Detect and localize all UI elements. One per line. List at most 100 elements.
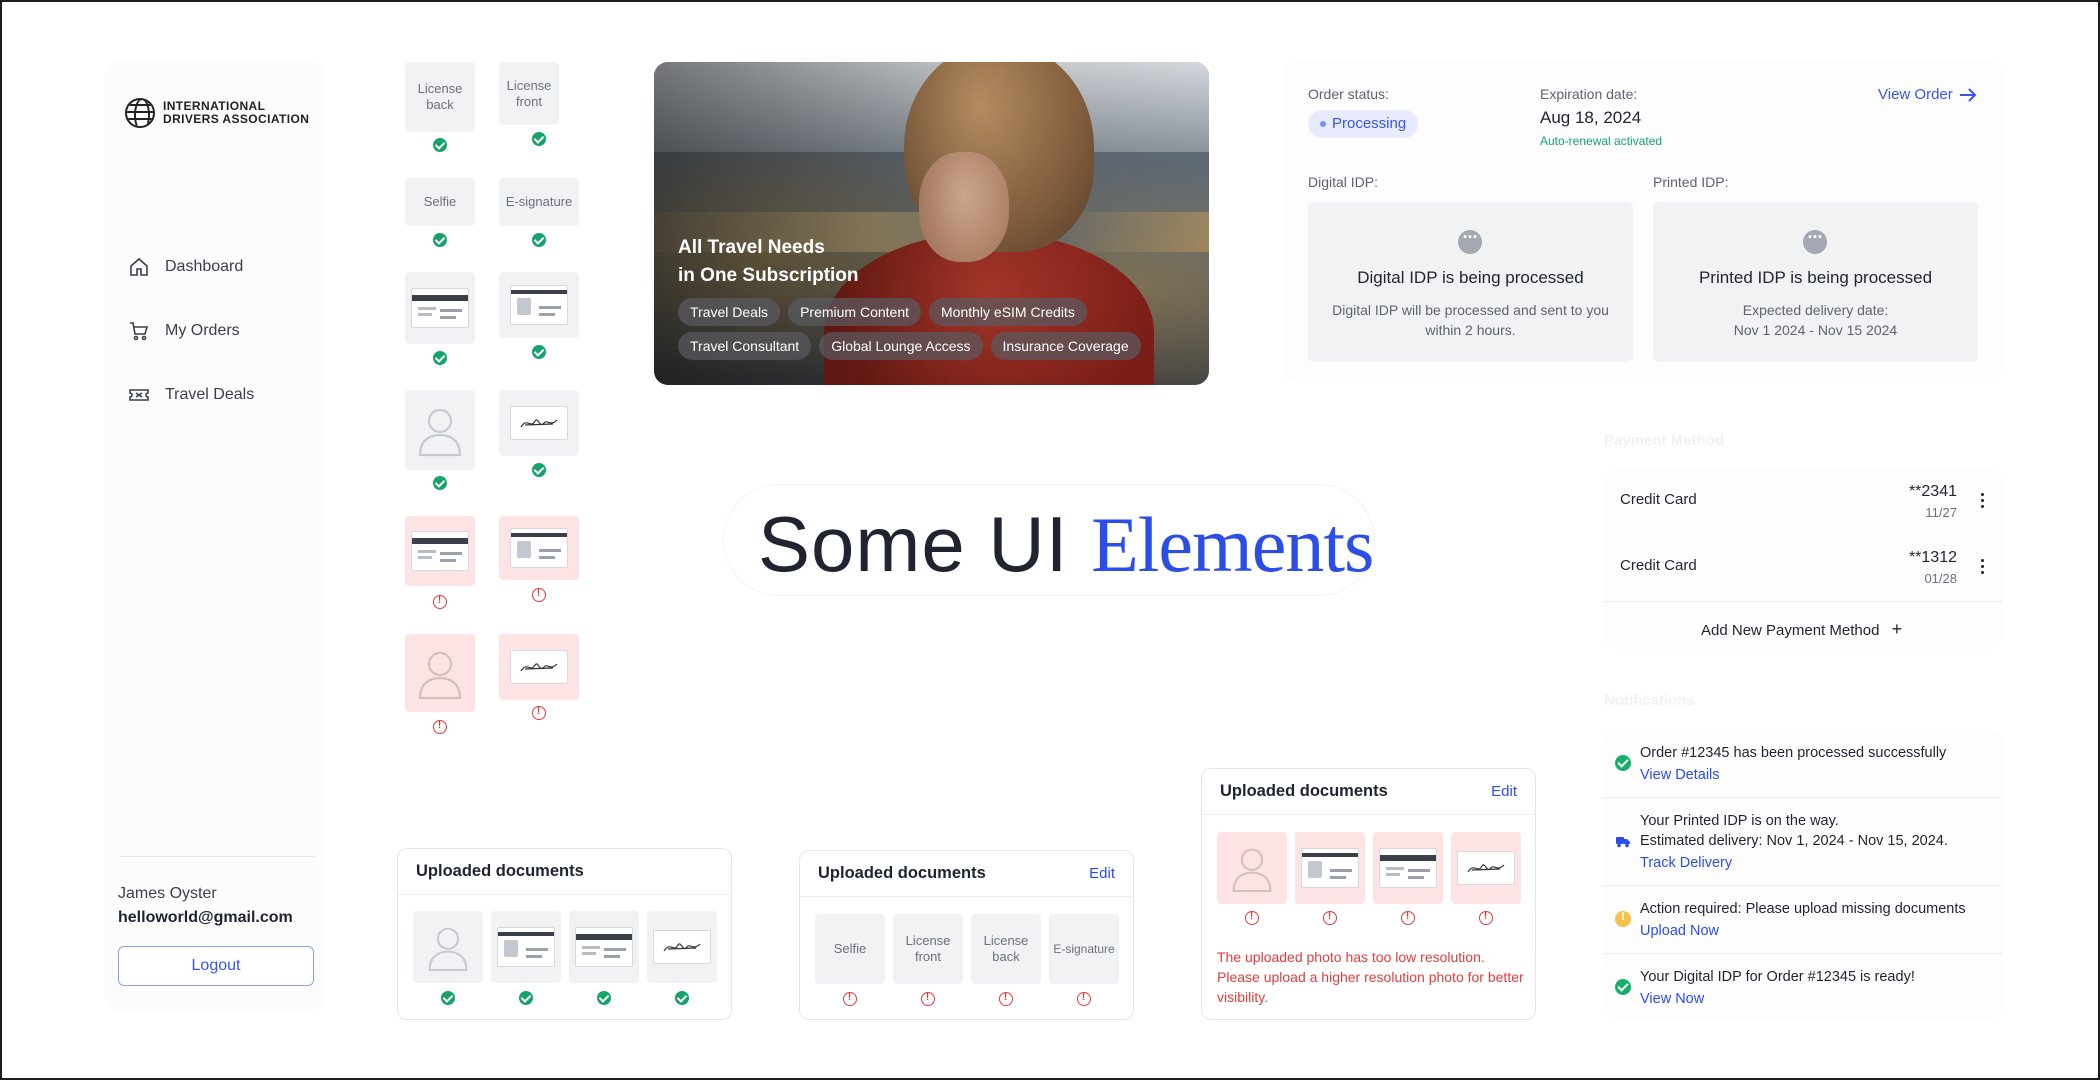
chip-monthly-esim[interactable]: Monthly eSIM Credits (929, 298, 1087, 326)
sidebar-item-travel-deals[interactable]: Travel Deals (127, 363, 254, 427)
digital-idp-description: Digital IDP will be processed and sent t… (1332, 302, 1609, 338)
headline-plain: Some UI (758, 500, 1092, 588)
signature-image (510, 650, 568, 684)
doc-thumb-selfie-error[interactable] (405, 634, 475, 712)
doc-thumb-license-front-error[interactable] (499, 516, 579, 580)
chip-global-lounge[interactable]: Global Lounge Access (819, 332, 983, 360)
person-placeholder-icon (1232, 848, 1272, 893)
logo[interactable]: INTERNATIONAL DRIVERS ASSOCIATION (125, 98, 309, 128)
doc-thumb-license-back-image[interactable] (405, 272, 475, 344)
check-icon (433, 233, 447, 247)
payment-card-row[interactable]: Credit Card **2341 11/27 (1603, 469, 2003, 535)
headline-accent: Elements (1091, 501, 1374, 588)
error-icon (999, 992, 1013, 1006)
doc-thumb-label: E-signature (1053, 942, 1115, 956)
view-details-link[interactable]: View Details (1640, 767, 1720, 783)
doc-thumb-license-front[interactable]: License front (893, 914, 963, 984)
doc-thumb-selfie-image[interactable] (405, 390, 475, 470)
add-payment-label: Add New Payment Method (1701, 622, 1880, 639)
chip-insurance[interactable]: Insurance Coverage (990, 332, 1141, 360)
track-delivery-link[interactable]: Track Delivery (1640, 855, 1733, 871)
success-check-icon (1615, 755, 1631, 771)
upload-now-link[interactable]: Upload Now (1640, 923, 1719, 939)
plus-icon: + (1891, 619, 1903, 639)
travel-subscription-banner[interactable]: All Travel Needs in One Subscription Tra… (654, 62, 1209, 385)
sidebar-item-label: Dashboard (165, 258, 244, 275)
doc-thumb-license-front[interactable]: License front (499, 62, 559, 125)
user-email: helloworld@gmail.com (118, 909, 293, 926)
uploaded-documents-title: Uploaded documents (818, 864, 986, 882)
check-icon (519, 991, 533, 1005)
error-icon (433, 595, 447, 609)
license-back-image (575, 927, 633, 967)
doc-thumb-license-front-image[interactable] (491, 911, 561, 983)
license-back-image (411, 531, 469, 571)
doc-thumb-label: License back (417, 81, 463, 112)
user-name: James Oyster (118, 885, 217, 902)
error-icon (532, 588, 546, 602)
sidebar-item-my-orders[interactable]: My Orders (127, 299, 254, 363)
error-icon (843, 992, 857, 1006)
view-order-label: View Order (1878, 86, 1953, 103)
uploaded-documents-card-success: Uploaded documents (397, 848, 732, 1020)
more-vertical-icon[interactable] (1981, 559, 1985, 575)
payment-method-panel: Credit Card **2341 11/27 Credit Card **1… (1603, 469, 2003, 649)
edit-documents-button[interactable]: Edit (1491, 783, 1517, 800)
signature-image (510, 406, 568, 440)
error-icon (1245, 911, 1259, 925)
doc-thumb-license-back[interactable]: License back (971, 914, 1041, 984)
doc-thumb-license-back-error[interactable] (1373, 832, 1443, 904)
view-order-link[interactable]: View Order (1878, 86, 1977, 103)
person-placeholder-icon (418, 651, 462, 700)
doc-thumb-license-back[interactable]: License back (405, 62, 475, 132)
doc-thumb-license-back-image[interactable] (569, 911, 639, 983)
edit-documents-button[interactable]: Edit (1089, 865, 1115, 882)
check-icon (441, 991, 455, 1005)
add-payment-method-button[interactable]: Add New Payment Method + (1701, 619, 1902, 640)
payment-card-row[interactable]: Credit Card **1312 01/28 (1603, 535, 2003, 601)
home-icon (130, 257, 148, 276)
doc-thumb-signature-image[interactable] (499, 390, 579, 456)
upload-error-message: The uploaded photo has too low resolutio… (1217, 949, 1524, 1005)
banner-chips: Travel Deals Premium Content Monthly eSI… (678, 298, 1198, 360)
status-badge: Processing (1308, 110, 1419, 138)
chip-premium-content[interactable]: Premium Content (788, 298, 921, 326)
doc-thumb-label: Selfie (423, 194, 457, 209)
doc-thumb-license-front-error[interactable] (1295, 832, 1365, 904)
digital-idp-title: Digital IDP is being processed (1357, 268, 1584, 287)
sidebar-item-dashboard[interactable]: Dashboard (127, 235, 254, 299)
logout-button[interactable]: Logout (118, 946, 314, 986)
doc-thumb-selfie[interactable]: Selfie (815, 914, 885, 984)
doc-thumb-label: E-signature (505, 194, 573, 209)
error-icon (532, 706, 546, 720)
chip-travel-consultant[interactable]: Travel Consultant (678, 332, 812, 360)
chip-travel-deals[interactable]: Travel Deals (678, 298, 781, 326)
truck-icon (1616, 837, 1630, 848)
printed-idp-delivery-range: Nov 1 2024 - Nov 15 2024 (1733, 322, 1898, 338)
doc-thumb-license-back-error[interactable] (405, 516, 475, 586)
doc-thumb-signature-image[interactable] (647, 911, 717, 983)
more-dots-icon (1803, 227, 1827, 254)
doc-thumb-selfie-image[interactable] (413, 911, 483, 983)
more-vertical-icon[interactable] (1981, 493, 1985, 509)
view-now-link[interactable]: View Now (1640, 991, 1705, 1007)
doc-thumb-license-front-image[interactable] (499, 272, 579, 338)
check-icon (433, 476, 447, 490)
doc-thumb-selfie[interactable]: Selfie (405, 178, 475, 226)
sidebar-nav: Dashboard My Orders Travel Deals (127, 235, 254, 427)
notification-delivery-estimate: Estimated delivery: Nov 1, 2024 - Nov 15… (1640, 833, 1948, 849)
payment-card-expiry: 11/27 (1925, 505, 1957, 520)
check-icon (433, 351, 447, 365)
expiration-date: Aug 18, 2024 (1540, 108, 1642, 127)
doc-thumb-esignature[interactable]: E-signature (1049, 914, 1119, 984)
warning-icon (1615, 911, 1631, 927)
doc-thumb-signature-error[interactable] (499, 634, 579, 700)
doc-thumb-esignature[interactable]: E-signature (499, 178, 579, 226)
check-icon (532, 345, 546, 359)
doc-thumb-selfie-error[interactable] (1217, 832, 1287, 904)
arrow-right-icon (1959, 87, 1977, 102)
doc-thumb-signature-error[interactable] (1451, 832, 1521, 904)
doc-thumb-label: Selfie (833, 941, 867, 956)
person-placeholder-icon (428, 927, 468, 972)
